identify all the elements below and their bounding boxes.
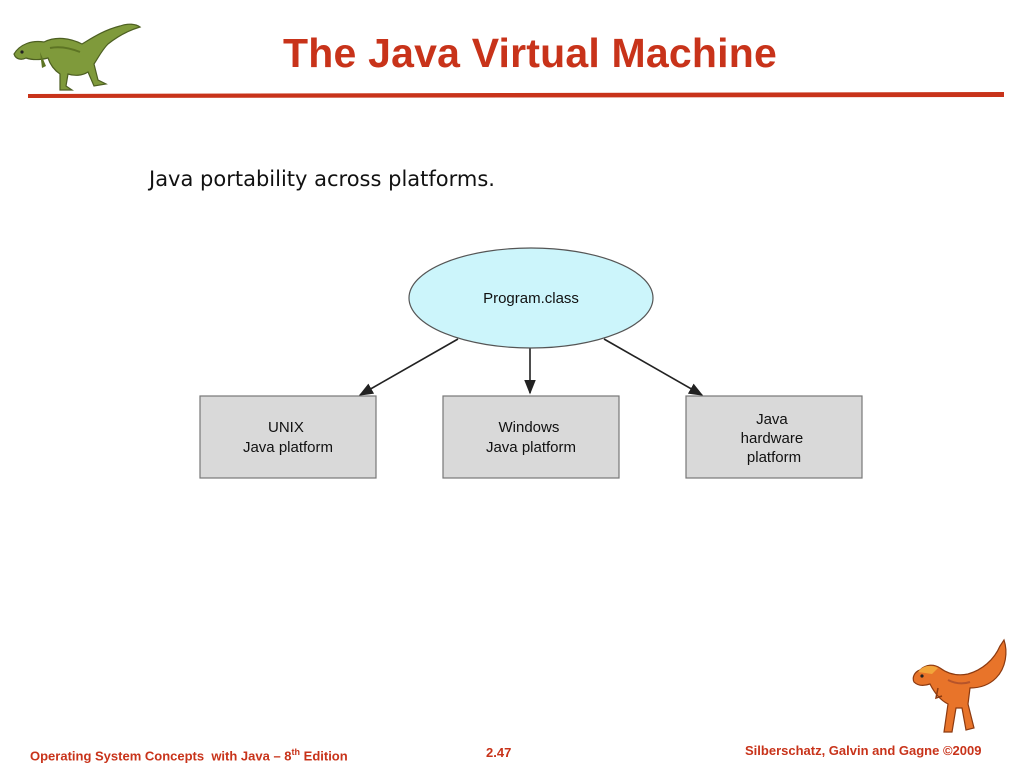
program-class-node: Program.class: [408, 247, 654, 349]
windows-platform-node: Windows Java platform: [442, 395, 620, 479]
arrow-to-hardware: [603, 338, 704, 396]
slide-title: The Java Virtual Machine: [283, 30, 777, 76]
program-class-label: Program.class: [483, 290, 579, 307]
unix-label-line-2: Java platform: [243, 439, 333, 456]
portability-diagram: Program.class UNIX Java platform Windows…: [199, 247, 863, 479]
orange-dinosaur-icon: [912, 638, 1007, 733]
svg-text:Java hardware plat: Java hardware platform: [741, 411, 808, 466]
footer-page-number: 2.47: [486, 745, 512, 760]
green-dinosaur-icon: [13, 23, 142, 91]
slide-subtitle: Java portability across platforms.: [149, 167, 495, 191]
footer-book-sup: th: [291, 747, 301, 757]
footer-book-prefix: Operating System Concepts with Java – 8: [30, 748, 292, 764]
unix-platform-node: UNIX Java platform: [199, 395, 377, 479]
hardware-label-line-1: Java: [756, 411, 788, 428]
arrow-to-unix: [358, 338, 459, 396]
footer-copyright: Silberschatz, Galvin and Gagne ©2009: [745, 743, 982, 758]
unix-label-line-1: UNIX: [268, 419, 304, 436]
hardware-label-line-2: hardware: [741, 430, 804, 447]
hardware-label-line-3: platform: [747, 449, 801, 466]
java-hardware-platform-node: Java hardware platform: [685, 395, 863, 479]
footer-book-suffix: Edition: [300, 748, 348, 764]
windows-label-line-2: Java platform: [486, 439, 576, 456]
windows-label-line-1: Windows: [498, 419, 559, 436]
svg-text:Windows Java platform: Windows Java platform: [486, 419, 576, 456]
svg-text:UNIX Java platform: UNIX Java platform: [243, 419, 333, 456]
footer-book-title: Operating System Concepts with Java – 8t…: [30, 747, 348, 763]
title-divider: [28, 92, 1004, 98]
